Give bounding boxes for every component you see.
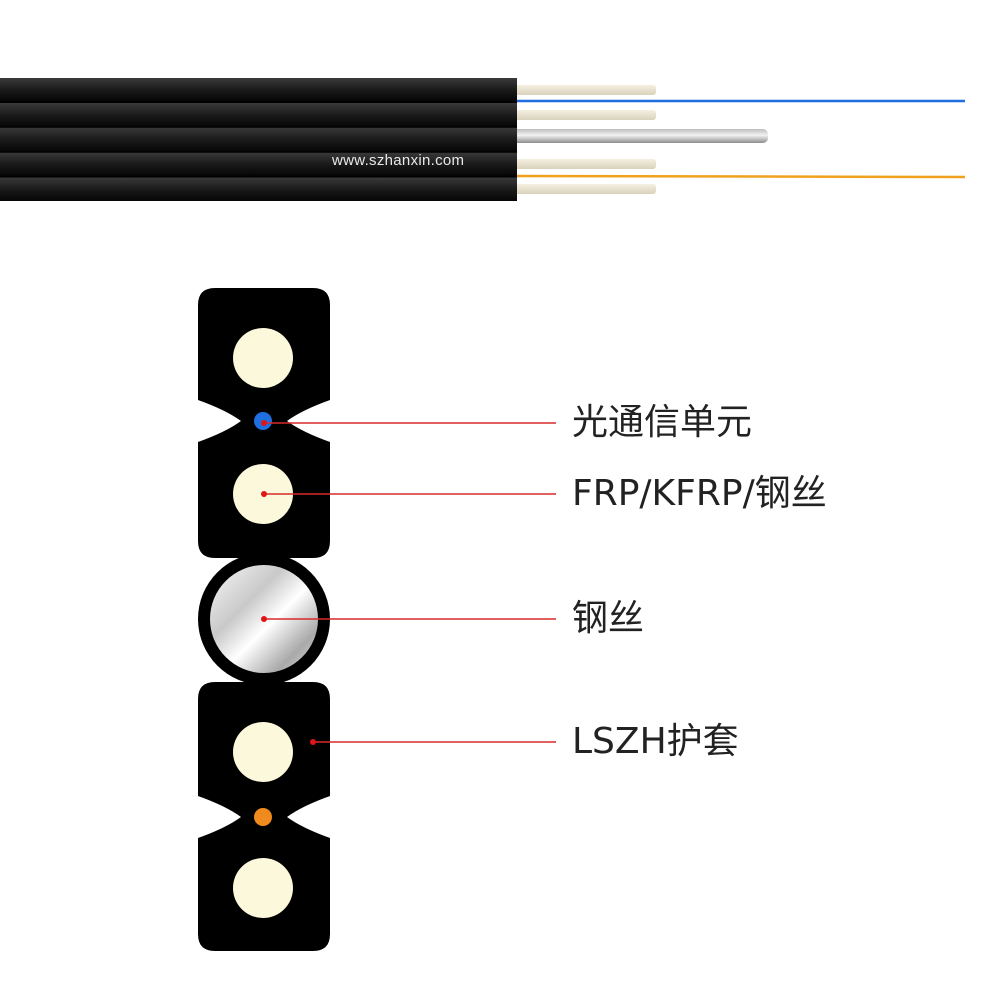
label-strength-member: FRP/KFRP/钢丝 <box>572 473 827 514</box>
jacket-top-unit <box>0 103 517 127</box>
jacket-messenger <box>0 127 517 152</box>
strength-member <box>233 328 293 388</box>
steel-wire-strand <box>512 129 768 143</box>
leader-lines <box>261 420 556 745</box>
label-fiber-unit: 光通信单元 <box>572 402 753 443</box>
strength-member-strand <box>512 184 656 194</box>
orange-fiber-strand <box>511 174 966 179</box>
jacket-top-unit <box>0 78 517 101</box>
watermark-text: www.szhanxin.com <box>332 152 465 169</box>
strength-member <box>233 858 293 918</box>
leader-dot <box>310 739 316 745</box>
strength-member-strand <box>512 159 656 169</box>
strength-member-strand <box>512 110 656 120</box>
strength-member-strand <box>512 85 656 95</box>
cable-cross-section-icon <box>198 288 330 951</box>
label-sheath: LSZH护套 <box>572 721 739 762</box>
leader-dot <box>261 420 267 426</box>
leader-dot <box>261 491 267 497</box>
jacket-bottom-unit <box>0 177 517 201</box>
strength-member <box>233 722 293 782</box>
jacket-bottom-unit <box>0 152 517 176</box>
cable-side-view-icon <box>0 78 966 201</box>
label-steel-wire: 钢丝 <box>572 598 645 639</box>
orange-fiber <box>254 808 272 826</box>
leader-dot <box>261 616 267 622</box>
